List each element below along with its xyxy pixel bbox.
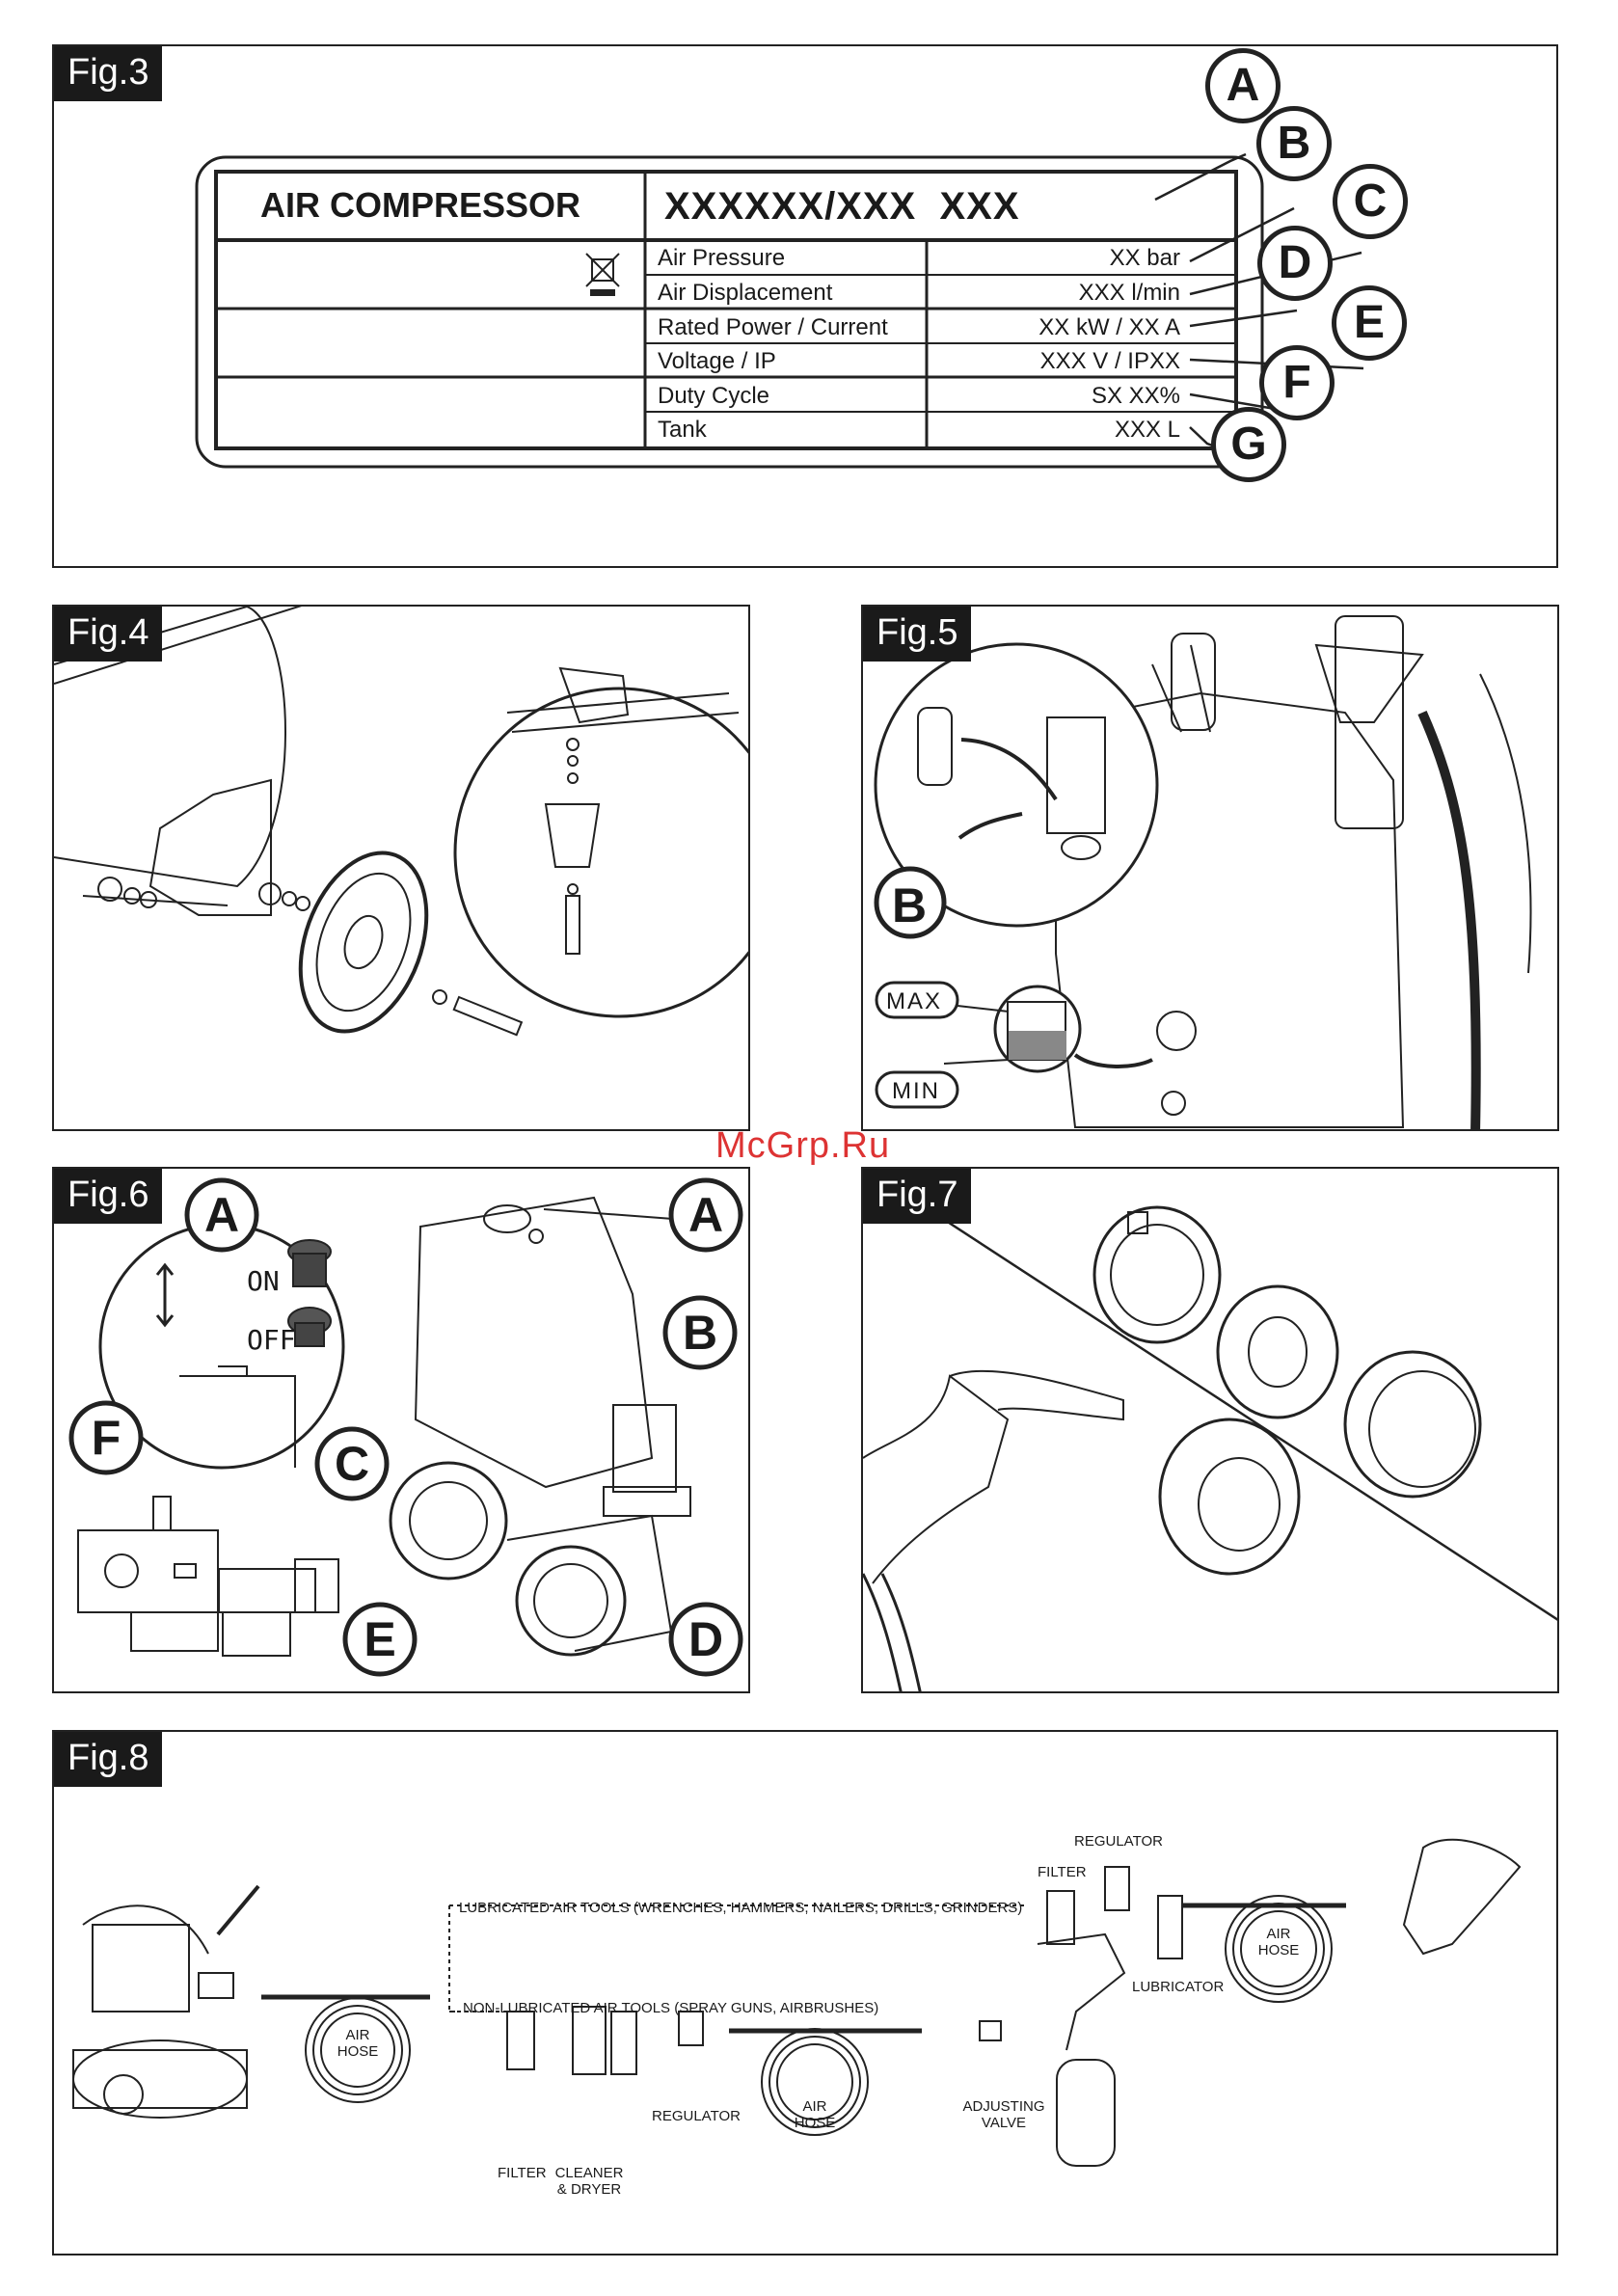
fig4-tag: Fig.4 bbox=[54, 607, 163, 662]
fig5-callout-b: B bbox=[892, 878, 928, 932]
fig6-callout-a: A bbox=[688, 1188, 724, 1242]
fig3-callout-b: B bbox=[1256, 106, 1332, 181]
pressure-switch-drawing bbox=[68, 1177, 743, 1677]
plate-row-label: Tank bbox=[658, 417, 707, 443]
plate-row-label: Duty Cycle bbox=[658, 383, 770, 409]
filter-bottom-label: FILTER bbox=[498, 2165, 547, 2181]
rating-plate bbox=[195, 152, 1364, 469]
filter-top-label: FILTER bbox=[1038, 1864, 1087, 1880]
wheel-assembly-drawing bbox=[54, 607, 748, 1037]
plate-row-label: Air Displacement bbox=[658, 280, 833, 306]
fig6-tag: Fig.6 bbox=[54, 1169, 163, 1224]
plate-row-value: XX bar bbox=[1109, 245, 1180, 271]
fig6-panel: Fig.6 bbox=[52, 1167, 750, 1693]
oil-fill-drawing bbox=[874, 615, 1532, 1129]
regulator-top-label: REGULATOR bbox=[1074, 1833, 1163, 1850]
plate-row-value: XXX L bbox=[1114, 417, 1180, 443]
plate-row-value: XXX V / IPXX bbox=[1039, 348, 1180, 374]
max-label: MAX bbox=[886, 988, 943, 1014]
cleaner-dryer-label: CLEANER& DRYER bbox=[554, 2165, 624, 2198]
fig8-tag: Fig.8 bbox=[54, 1732, 163, 1787]
plate-title: AIR COMPRESSOR bbox=[260, 185, 581, 225]
plate-row-value: XX kW / XX A bbox=[1038, 314, 1180, 340]
fig6-callout-f: F bbox=[91, 1411, 121, 1465]
on-label: ON bbox=[247, 1265, 280, 1297]
fig3-callout-e: E bbox=[1332, 285, 1407, 361]
lubricator-label: LUBRICATOR bbox=[1132, 1979, 1225, 1995]
fig5-panel: Fig.5 B MAX MIN bbox=[861, 605, 1559, 1131]
fig3-callout-d: D bbox=[1257, 226, 1333, 301]
plate-row-label: Air Pressure bbox=[658, 245, 786, 271]
non-lubricated-label: NON-LUBRICATED AIR TOOLS (SPRAY GUNS, AI… bbox=[463, 2000, 879, 2016]
plate-row-value: XXX l/min bbox=[1078, 280, 1180, 306]
fig5-tag: Fig.5 bbox=[863, 607, 972, 662]
weee-bin-icon bbox=[585, 253, 620, 296]
fig6-callout-b: B bbox=[682, 1306, 718, 1360]
off-label: OFF bbox=[247, 1324, 296, 1356]
fig3-callout-a: A bbox=[1205, 48, 1281, 123]
fig4-panel: Fig.4 bbox=[52, 605, 750, 1131]
plate-row-value: SX XX% bbox=[1091, 383, 1180, 409]
watermark: McGrp.Ru bbox=[715, 1125, 891, 1166]
plate-row-label: Voltage / IP bbox=[658, 348, 776, 374]
regulator-bottom-label: REGULATOR bbox=[652, 2108, 741, 2124]
fig6-callout-a: A bbox=[203, 1188, 240, 1242]
fig6-callout-e: E bbox=[364, 1612, 396, 1666]
fig3-tag: Fig.3 bbox=[54, 46, 163, 101]
fig3-callout-g: G bbox=[1211, 407, 1286, 482]
plate-row-label: Rated Power / Current bbox=[658, 314, 888, 340]
fig8-panel: Fig.8 bbox=[52, 1730, 1558, 2255]
fig3-panel: Fig.3 AIR COMPRESSOR XX bbox=[52, 44, 1558, 568]
fig3-callout-f: F bbox=[1259, 345, 1335, 420]
plate-model: XXXXXX/XXX XXX bbox=[664, 185, 1020, 228]
air-filter-drawing bbox=[863, 1205, 1557, 1691]
min-label: MIN bbox=[892, 1078, 940, 1104]
air-line-diagram bbox=[72, 1838, 1522, 2167]
lubricated-label: LUBRICATED AIR TOOLS (WRENCHES, HAMMERS,… bbox=[459, 1900, 1023, 1916]
fig6-callout-c: C bbox=[334, 1437, 370, 1491]
fig7-panel: Fig.7 bbox=[861, 1167, 1559, 1693]
fig6-callout-d: D bbox=[688, 1612, 724, 1666]
fig7-tag: Fig.7 bbox=[863, 1169, 972, 1224]
fig3-callout-c: C bbox=[1333, 164, 1408, 239]
